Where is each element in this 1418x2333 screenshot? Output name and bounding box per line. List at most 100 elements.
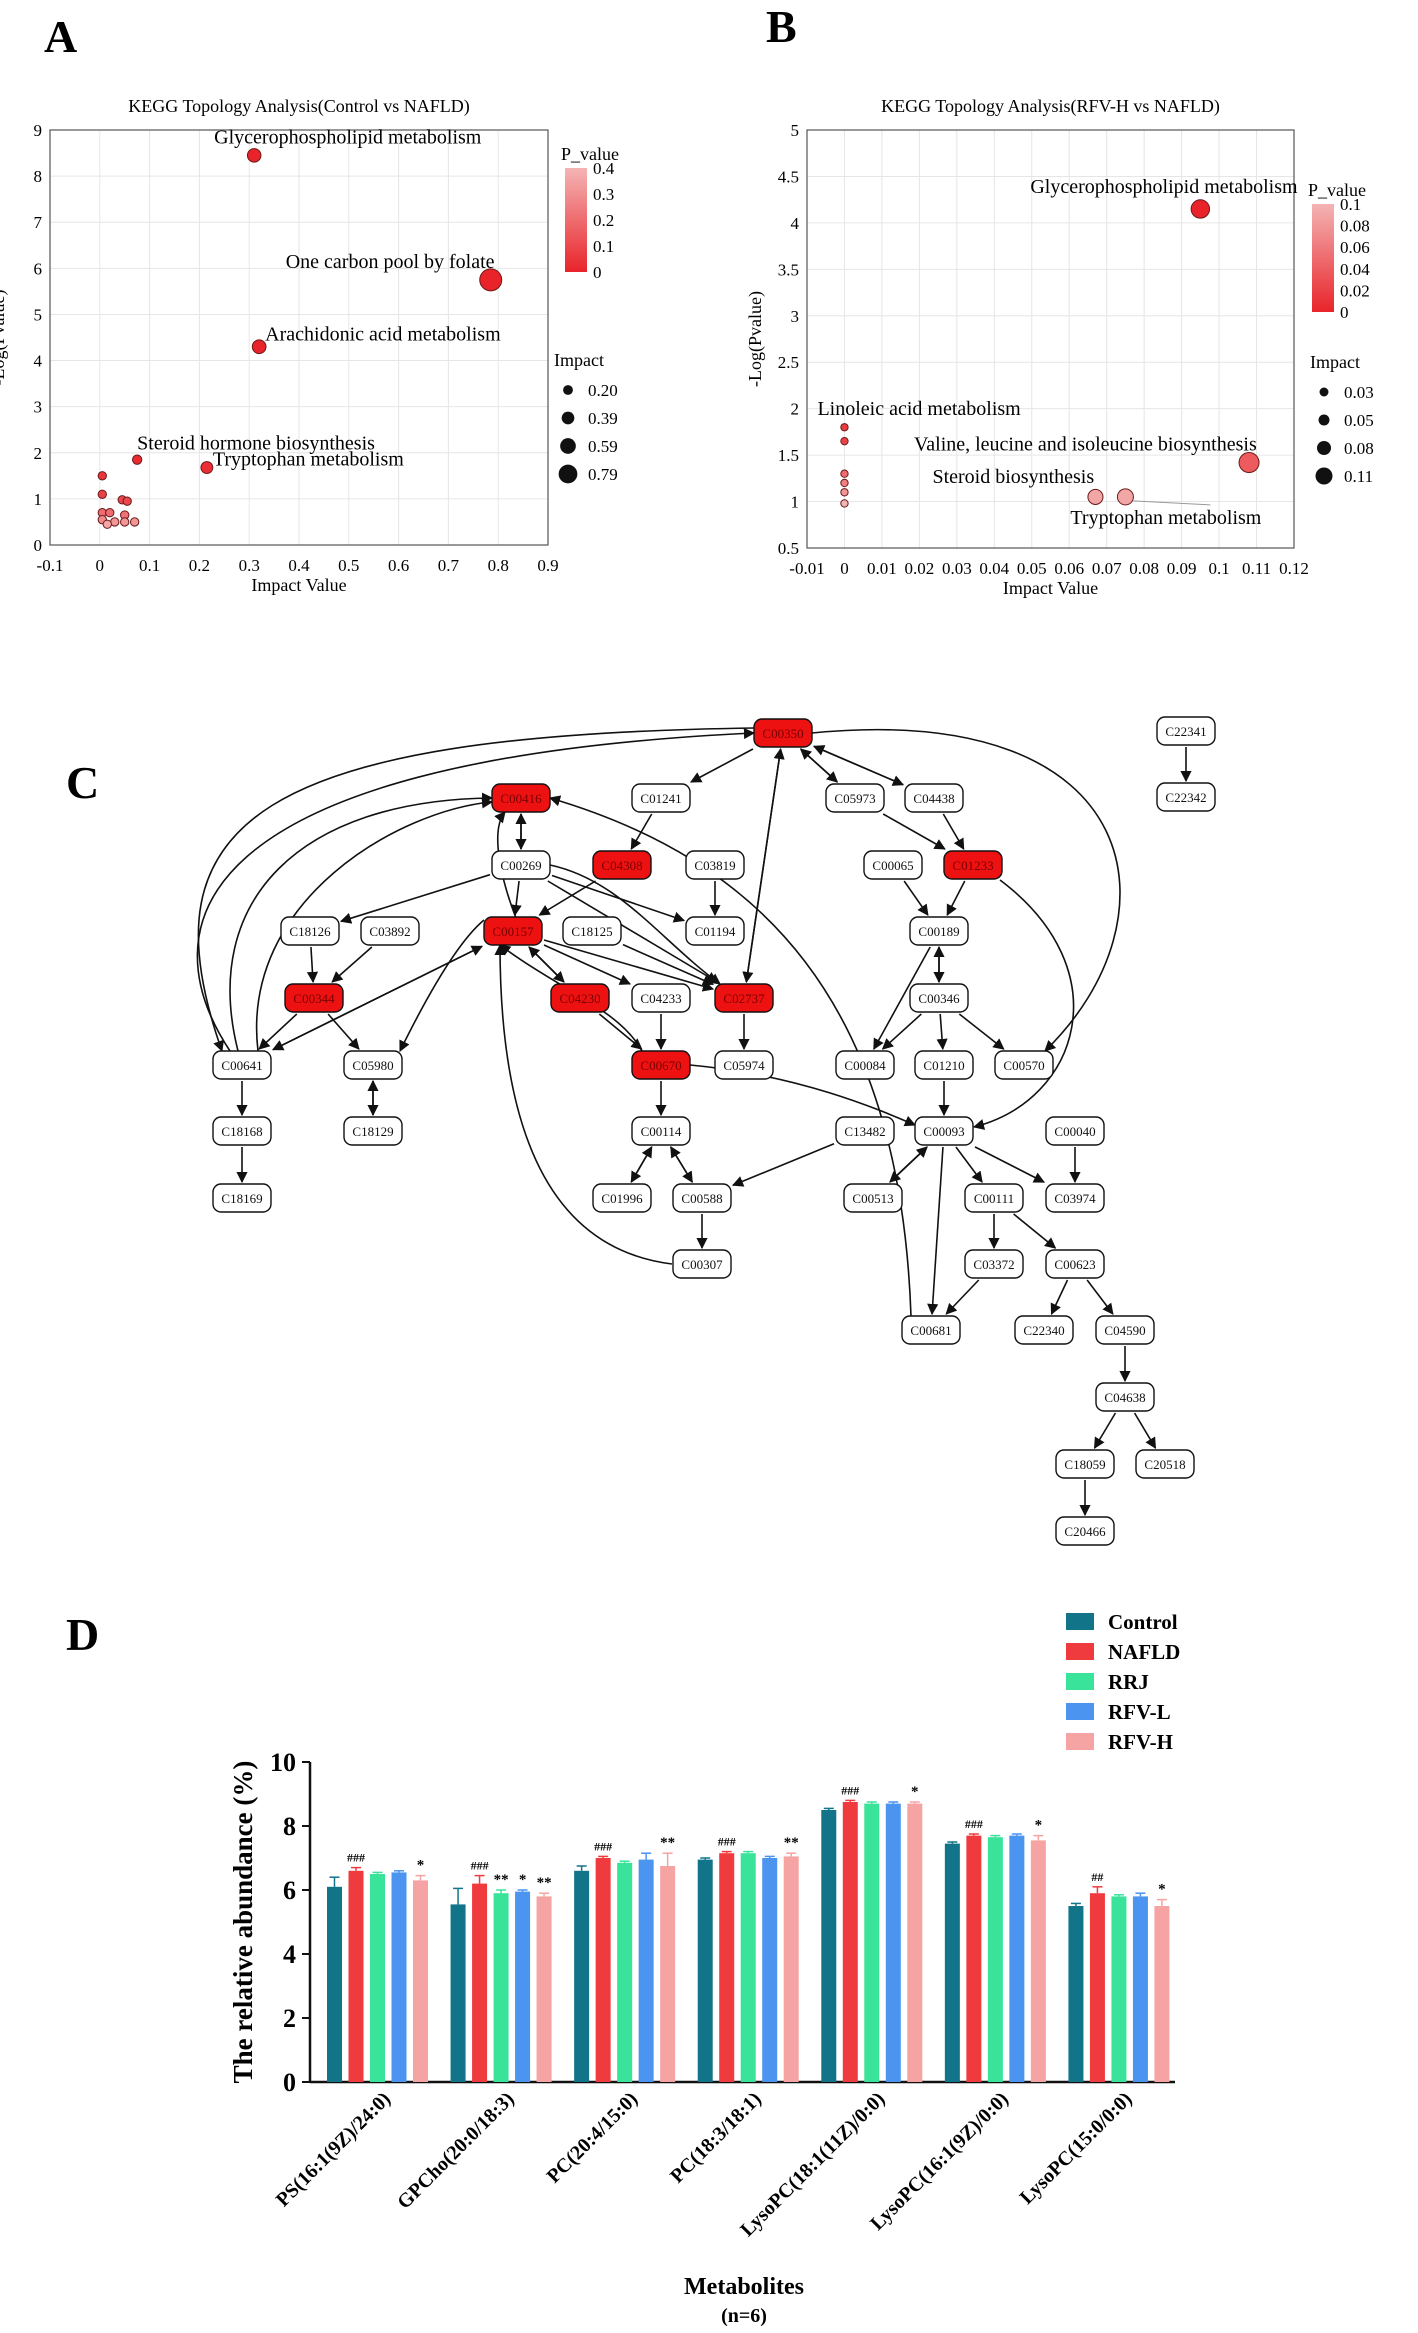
panel-d-bar xyxy=(327,1886,342,2082)
panel-a-bubble xyxy=(97,489,107,499)
network-node: C02737 xyxy=(714,983,774,1013)
network-edge xyxy=(327,1013,360,1050)
network-node-label: C01996 xyxy=(601,1191,643,1206)
panel-d-bar xyxy=(821,1810,837,2082)
panel-b-size-legend-dot xyxy=(1315,467,1333,485)
panel-d-bar xyxy=(697,1859,713,2082)
network-edge xyxy=(742,748,782,984)
network-node-box xyxy=(1055,1449,1115,1479)
panel-a-color-legend-tick: 0.3 xyxy=(593,185,614,204)
panel-b-bubble xyxy=(1116,488,1134,506)
panel-b-size-legend-value: 0.05 xyxy=(1344,411,1374,430)
panel-d-significance-mark: * xyxy=(417,1858,425,1874)
network-edge-curve xyxy=(197,727,755,1053)
panel-d-bar xyxy=(660,1866,676,2082)
network-node: C00344 xyxy=(284,983,344,1013)
network-node-box xyxy=(901,1315,961,1345)
network-node-label: C00157 xyxy=(492,924,534,939)
network-edge xyxy=(543,944,632,985)
panel-a-x-tick-label: 0.4 xyxy=(288,556,310,575)
network-node-box xyxy=(714,1050,774,1080)
panel-a-y-tick-label: 3 xyxy=(34,398,43,417)
panel-b-y-tick-label: 0.5 xyxy=(778,539,799,558)
network-node-box xyxy=(909,916,969,946)
network-edge xyxy=(306,946,319,984)
network-node-box xyxy=(1095,1315,1155,1345)
network-node: C00588 xyxy=(672,1183,732,1213)
panel-a-x-tick-label: 0.6 xyxy=(388,556,409,575)
network-node: C00416 xyxy=(491,783,551,813)
network-edge xyxy=(543,939,715,992)
panel-a-y-tick-label: 2 xyxy=(34,444,43,463)
panel-a-bubble-label: One carbon pool by folate xyxy=(286,251,495,273)
network-edge xyxy=(1133,1412,1157,1449)
panel-d-category-label: LysoPC(16:1(9Z)/0:0) xyxy=(866,2088,1013,2235)
panel-b-x-tick-label: 0.06 xyxy=(1054,559,1084,578)
network-edge-curve xyxy=(229,792,494,1052)
network-edge xyxy=(690,748,754,783)
panel-a-size-legend-dot xyxy=(561,411,575,425)
network-node-box xyxy=(714,983,774,1013)
network-node-label: C00269 xyxy=(500,858,541,873)
network-node: C03819 xyxy=(685,850,745,880)
panel-b-x-tick-label: 0.1 xyxy=(1208,559,1229,578)
panel-a-chart-title: KEGG Topology Analysis(Control vs NAFLD) xyxy=(128,96,469,117)
panel-d-significance-mark: * xyxy=(911,1784,919,1800)
network-node-label: C00189 xyxy=(918,924,959,939)
panel-d-y-tick-label: 4 xyxy=(283,1940,296,1969)
panel-d-bar xyxy=(783,1856,799,2082)
network-edge xyxy=(630,813,653,850)
network-edge xyxy=(974,1146,1045,1183)
panel-d-legend-label: RRJ xyxy=(1108,1670,1149,1694)
network-node-label: C18129 xyxy=(352,1124,393,1139)
panel-b-color-legend-tick: 0 xyxy=(1340,303,1349,322)
network-edge-curve xyxy=(255,797,494,1052)
panel-a-bubble xyxy=(102,519,112,529)
network-node: C00513 xyxy=(843,1183,903,1213)
network-node: C22340 xyxy=(1014,1315,1074,1345)
network-node-label: C00040 xyxy=(1054,1124,1095,1139)
panel-b-y-tick-label: 3.5 xyxy=(778,260,799,279)
panel-b-x-tick-label: 0.02 xyxy=(905,559,935,578)
panel-a-color-legend-tick: 0.1 xyxy=(593,237,614,256)
network-edge xyxy=(881,1013,922,1050)
panel-d-bar xyxy=(944,1843,960,2082)
network-node-label: C20518 xyxy=(1144,1457,1185,1472)
network-edge xyxy=(1050,1279,1069,1316)
network-node: C18125 xyxy=(562,916,622,946)
network-node-label: C00570 xyxy=(1003,1058,1044,1073)
panel-a-size-legend-value: 0.79 xyxy=(588,465,618,484)
panel-d-category-label: LysoPC(15:0/0:0) xyxy=(1016,2088,1137,2209)
network-node-label: C00350 xyxy=(762,726,803,741)
panel-b-y-tick-label: 1.5 xyxy=(778,446,799,465)
network-edge xyxy=(331,946,373,983)
network-node: C01233 xyxy=(943,850,1003,880)
panel-d-y-tick-label: 2 xyxy=(283,2004,296,2033)
panel-a-y-tick-label: 0 xyxy=(34,536,43,555)
network-node-box xyxy=(753,718,813,748)
network-node: C04233 xyxy=(631,983,691,1013)
panel-d-bar xyxy=(370,1874,385,2082)
panel-b-bubble-label: Valine, leucine and isoleucine biosynthe… xyxy=(914,434,1257,456)
network-edge xyxy=(339,873,491,924)
network-node-box xyxy=(943,850,1003,880)
network-edge xyxy=(1013,1213,1057,1249)
panel-a-y-tick-label: 7 xyxy=(34,213,43,232)
panel-b-bubble xyxy=(1238,452,1260,474)
panel-d-category-label: GPCho(20:0/18:3) xyxy=(393,2088,519,2214)
panel-d-bar xyxy=(574,1870,590,2082)
network-node: C05974 xyxy=(714,1050,774,1080)
panel-a-x-axis-label: Impact Value xyxy=(251,575,346,595)
panel-d-bar xyxy=(1089,1893,1105,2082)
panel-d-bar xyxy=(493,1893,509,2082)
network-edge-curve xyxy=(494,943,673,1265)
panel-a-bubble xyxy=(129,517,140,527)
panel-b-y-tick-label: 2 xyxy=(791,400,800,419)
panel-b-y-tick-label: 4 xyxy=(791,214,800,233)
panel-a-color-legend-tick: 0.2 xyxy=(593,211,614,230)
panel-b-x-tick-label: 0.11 xyxy=(1242,559,1271,578)
